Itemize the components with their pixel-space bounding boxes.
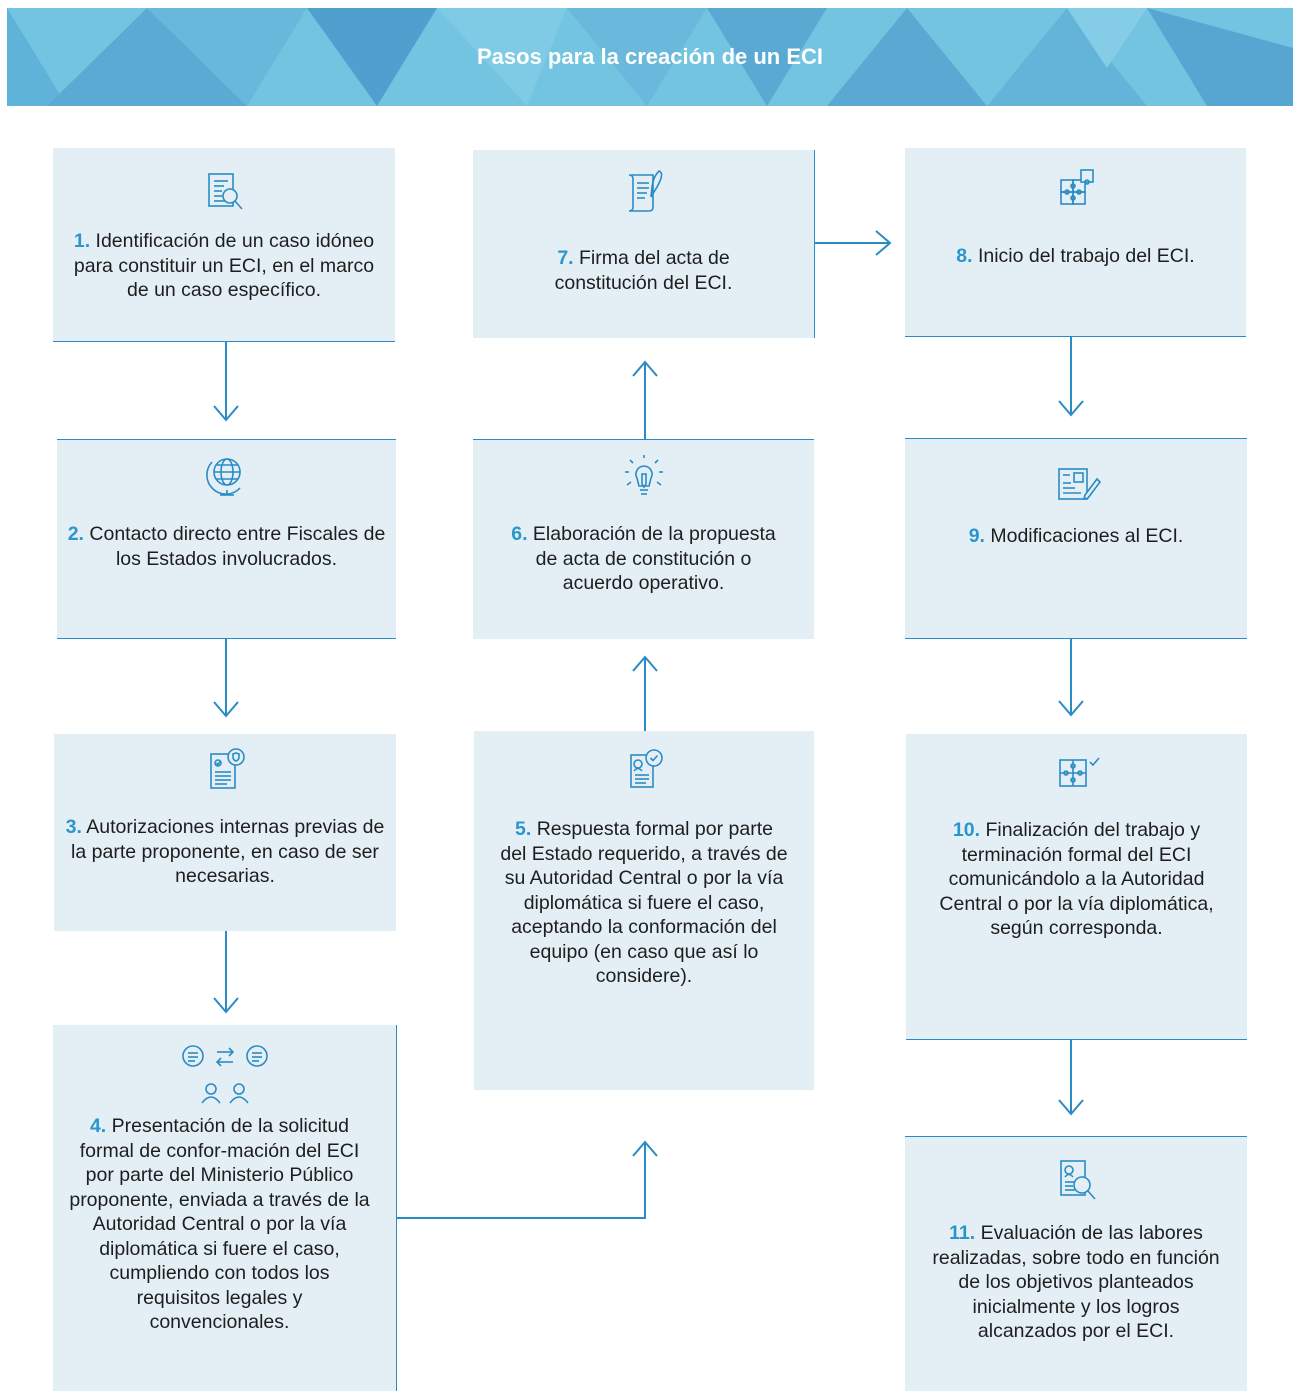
profile-check-document-icon <box>630 749 663 788</box>
step-7-label: Firma del acta de constitución del ECI. <box>554 247 733 294</box>
step-6-label: Elaboración de la propuesta de acta de c… <box>532 523 776 594</box>
step-7: 7. Firma del acta de constitución del EC… <box>473 150 815 338</box>
scroll-quill-icon <box>628 170 662 212</box>
step-8-text: 8. Inicio del trabajo del ECI. <box>915 244 1236 269</box>
dialogue-exchange-icon <box>182 1045 268 1104</box>
step-4: 4. Presentación de la solicitud formal d… <box>53 1025 397 1391</box>
step-6-number: 6. <box>511 523 528 545</box>
step-8: 8. Inicio del trabajo del ECI. <box>905 148 1246 337</box>
approved-document-icon <box>210 748 245 789</box>
step-4-label: Presentación de la solicitud formal de c… <box>69 1115 370 1333</box>
step-9-text: 9. Modificaciones al ECI. <box>915 524 1237 549</box>
step-1: 1. Identificación de un caso idóneo para… <box>53 148 395 342</box>
step-3-label: Autorizaciones internas previas de la pa… <box>71 816 385 887</box>
step-5-text: 5. Respuesta formal por parte del Estado… <box>500 817 788 989</box>
step-2-number: 2. <box>67 523 84 545</box>
step-10-number: 10. <box>952 819 981 841</box>
step-2-text: 2. Contacto directo entre Fiscales de lo… <box>67 522 386 571</box>
step-9: 9. Modificaciones al ECI. <box>905 438 1247 639</box>
step-11-text: 11. Evaluación de las labores realizadas… <box>931 1221 1221 1344</box>
banner-pattern <box>7 8 1293 106</box>
step-2-label: Contacto directo entre Fiscales de los E… <box>89 523 386 570</box>
step-3-text: 3. Autorizaciones internas previas de la… <box>64 815 386 889</box>
step-7-number: 7. <box>557 247 574 269</box>
step-11-number: 11. <box>949 1222 976 1244</box>
globe-icon <box>205 458 241 496</box>
step-9-label: Modificaciones al ECI. <box>990 525 1184 547</box>
step-10-text: 10. Finalización del trabajo y terminaci… <box>932 818 1221 941</box>
step-11: 11. Evaluación de las labores realizadas… <box>905 1136 1247 1391</box>
step-1-label: Identificación de un caso idóneo para co… <box>73 230 375 301</box>
step-6: 6. Elaboración de la propuesta de acta d… <box>473 439 814 639</box>
step-9-number: 9. <box>968 525 985 547</box>
page-title: Pasos para la creación de un ECI <box>476 44 824 69</box>
header-banner: Pasos para la creación de un ECI <box>7 8 1293 106</box>
step-3-number: 3. <box>65 816 82 838</box>
step-1-text: 1. Identificación de un caso idóneo para… <box>63 229 385 303</box>
step-8-label: Inicio del trabajo del ECI. <box>977 245 1195 267</box>
step-4-number: 4. <box>89 1115 107 1137</box>
step-5-number: 5. <box>515 818 532 840</box>
puzzle-check-icon <box>1058 757 1100 787</box>
step-11-label: Evaluación de las labores realizadas, so… <box>932 1222 1220 1342</box>
step-4-text: 4. Presentación de la solicitud formal d… <box>69 1114 370 1335</box>
document-edit-icon <box>1058 468 1101 501</box>
lightbulb-pencil-icon <box>624 455 663 495</box>
step-1-number: 1. <box>73 230 91 252</box>
step-3: 3. Autorizaciones internas previas de la… <box>54 734 396 931</box>
document-search-icon <box>208 173 243 210</box>
arrow-4-to-5 <box>397 1142 646 1219</box>
step-10: 10. Finalización del trabajo y terminaci… <box>906 734 1247 1040</box>
profile-search-icon <box>1060 1160 1096 1200</box>
puzzle-icon <box>1059 169 1094 205</box>
step-2: 2. Contacto directo entre Fiscales de lo… <box>57 439 396 639</box>
step-10-label: Finalización del trabajo y terminación f… <box>939 819 1214 939</box>
step-5: 5. Respuesta formal por parte del Estado… <box>474 731 814 1090</box>
step-7-text: 7. Firma del acta de constitución del EC… <box>513 246 774 295</box>
step-8-number: 8. <box>956 245 973 267</box>
step-5-label: Respuesta formal por parte del Estado re… <box>500 818 788 987</box>
step-6-text: 6. Elaboración de la propuesta de acta d… <box>503 522 784 596</box>
